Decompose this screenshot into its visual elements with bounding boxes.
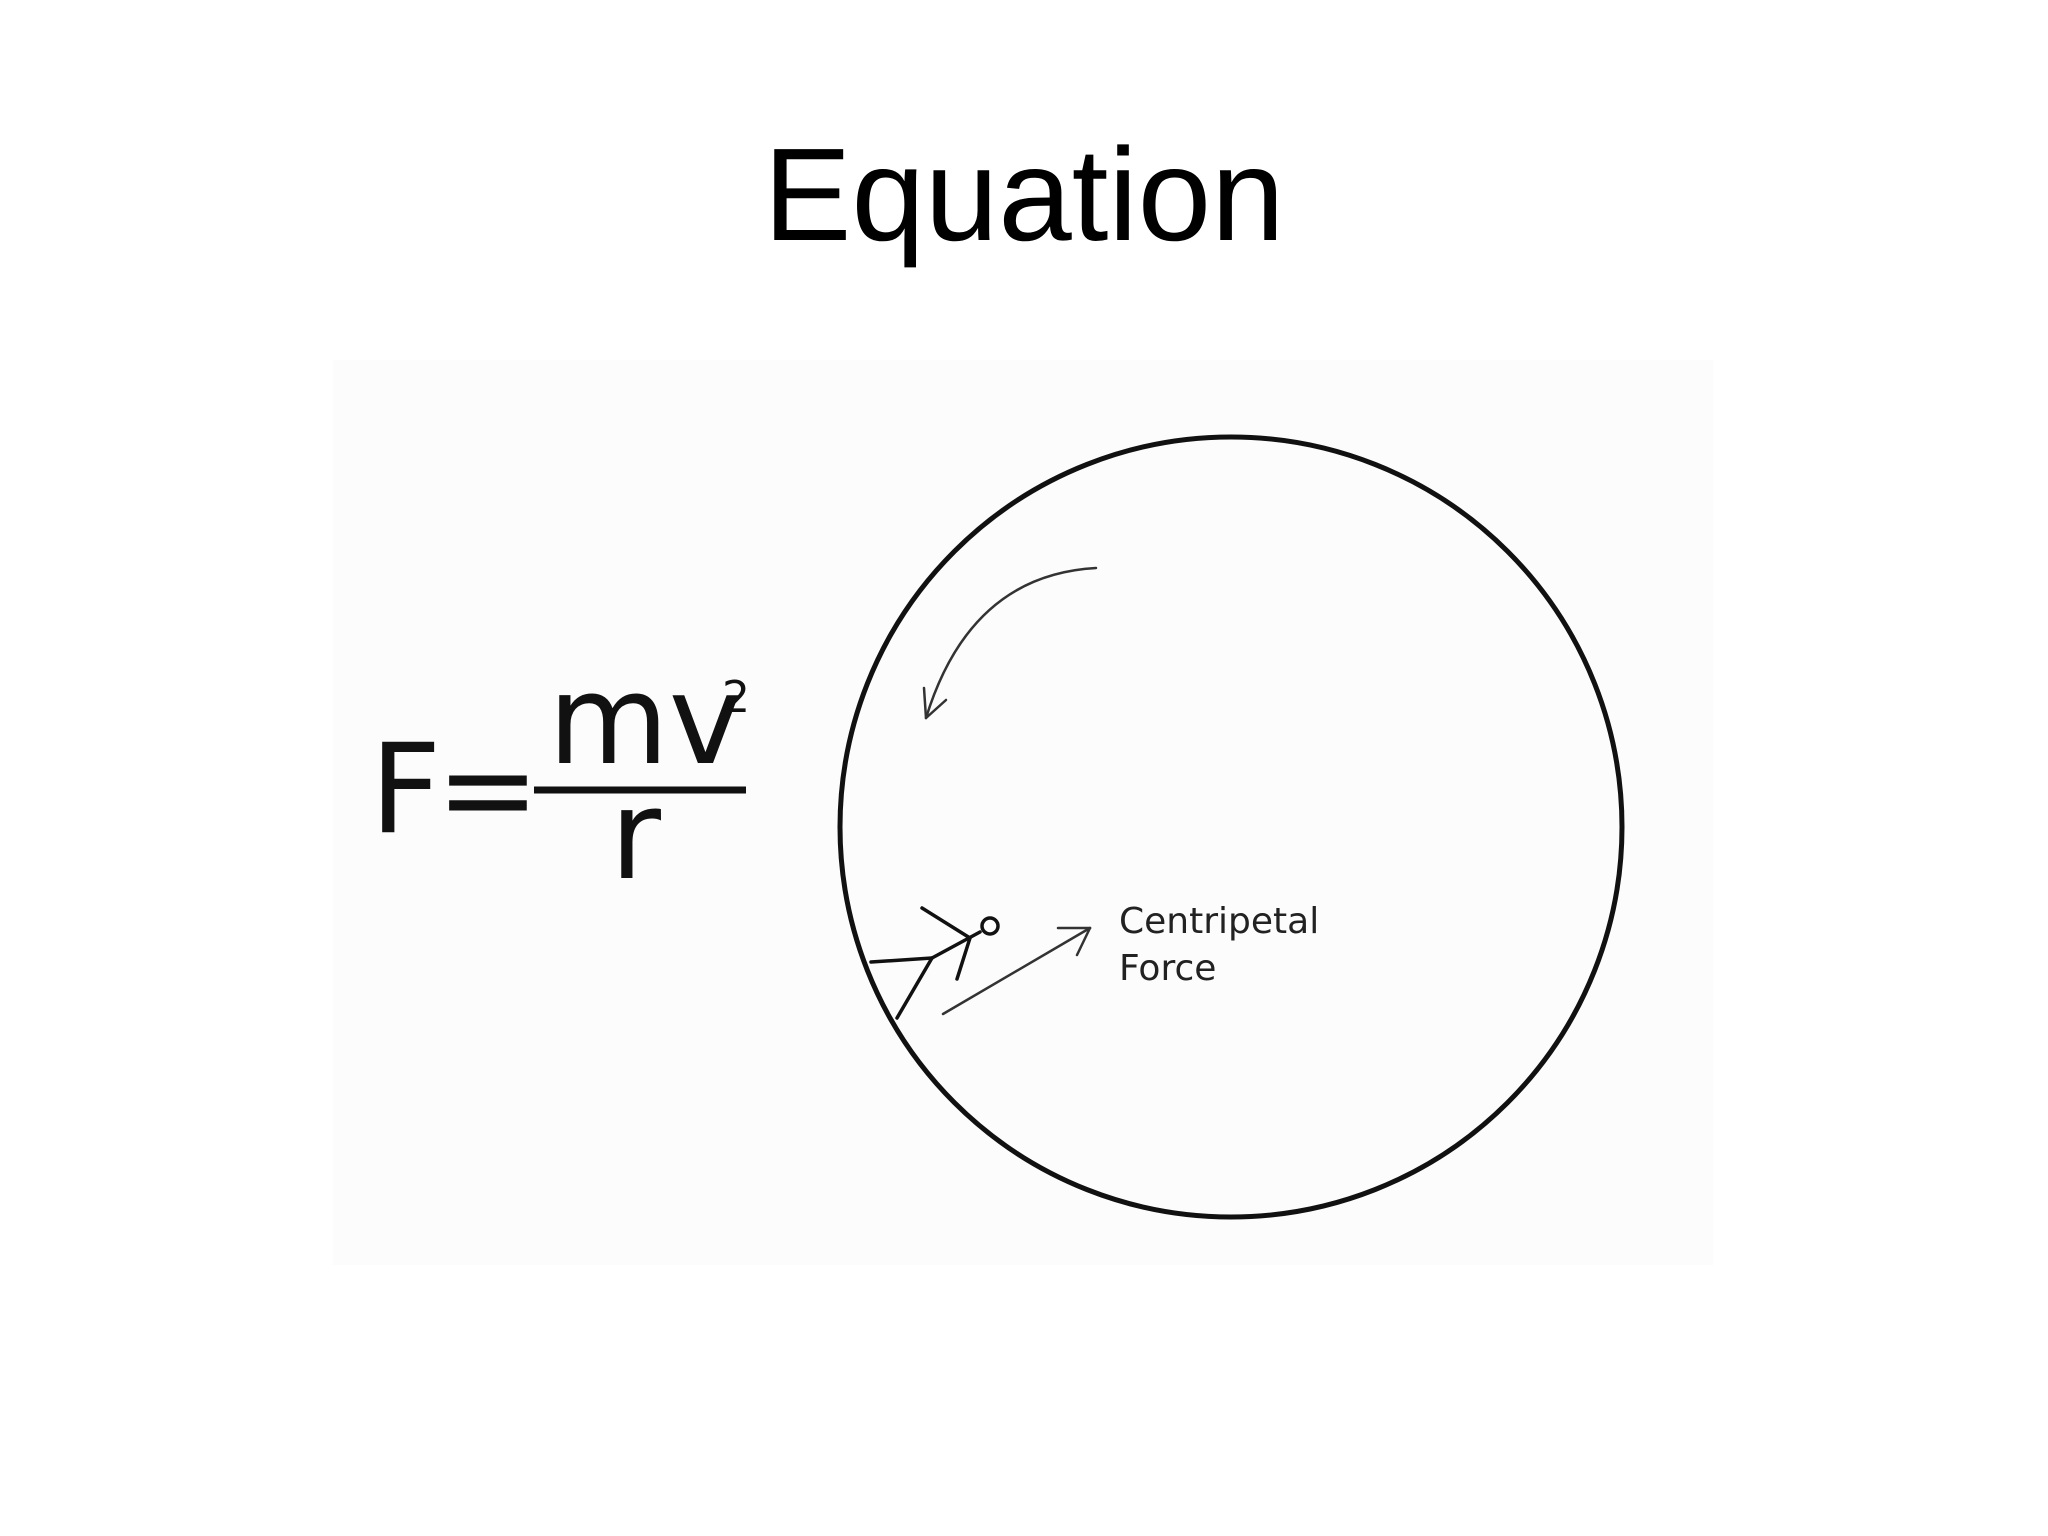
force-label-line1: Centripetal	[1119, 901, 1319, 942]
stick-figure-icon	[869, 906, 1000, 1020]
force-arrow-icon	[941, 926, 1092, 1016]
formula-lhs: F	[370, 718, 441, 862]
rotation-arrow-icon	[922, 566, 1098, 720]
formula-equals: =	[436, 718, 540, 862]
formula-exponent: 2	[722, 672, 750, 723]
figure-panel	[333, 360, 1713, 1265]
formula-numerator: mv	[548, 649, 742, 793]
circular-path	[837, 434, 1625, 1220]
slide-title: Equation	[763, 121, 1285, 268]
formula-denominator: r	[610, 764, 661, 908]
force-label-line2: Force	[1119, 948, 1216, 989]
